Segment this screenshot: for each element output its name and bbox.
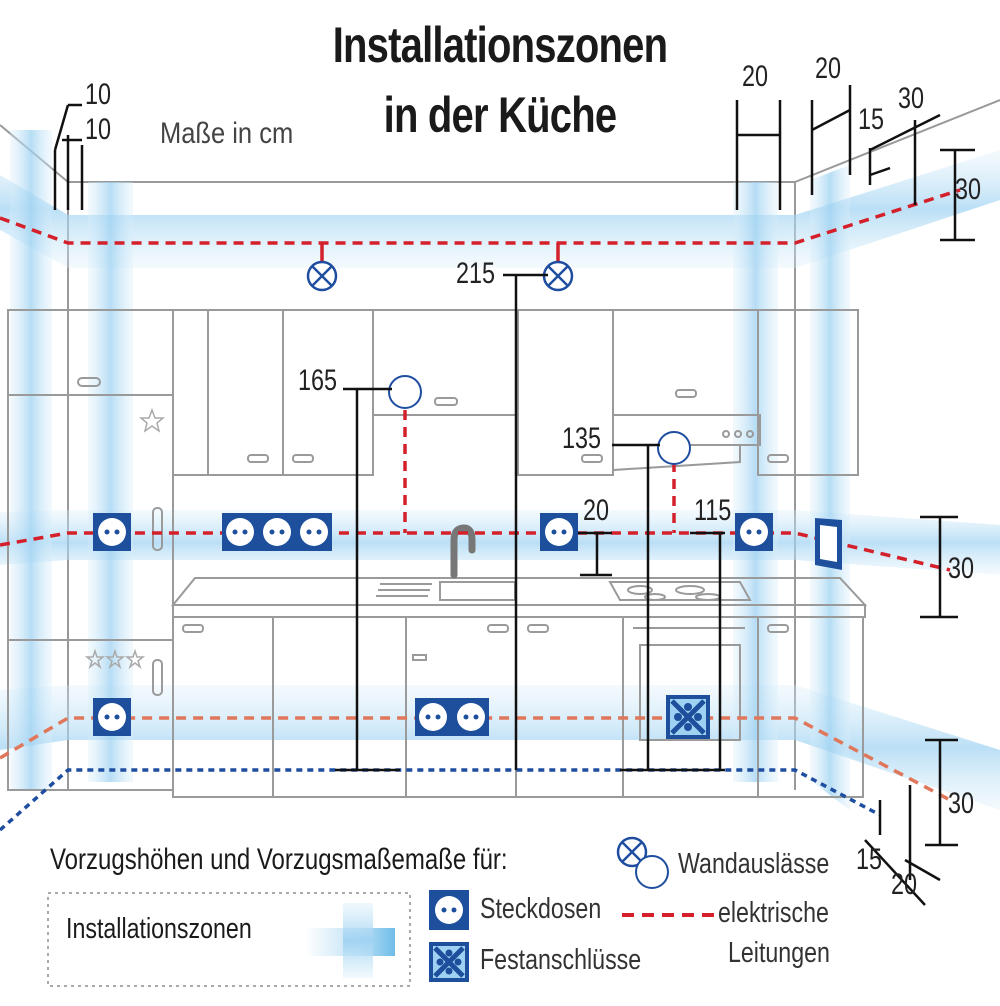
fixed-connection-icon: [429, 942, 469, 982]
dim-socket-offset: 20: [583, 494, 610, 527]
measurement-lines: [53, 85, 975, 906]
extractor-hood: [612, 414, 761, 472]
faucet: [450, 524, 476, 579]
dim-left-top-b: 10: [85, 113, 112, 146]
dim-right-top-zone: 30: [955, 173, 982, 206]
dim-top-right-d: 30: [898, 82, 925, 115]
wall-outlet-icon: [542, 260, 574, 292]
socket-icon: [429, 890, 469, 930]
legend-heading: Vorzugshöhen und Vorzugsmaßemaße für:: [50, 843, 508, 876]
dim-ceiling-outlet-height: 215: [456, 257, 496, 290]
legend-zones-label: Installationszonen: [66, 913, 252, 945]
upper-cabinets: [172, 309, 859, 476]
wall-outlet-icon: [616, 836, 669, 889]
side-wall-socket: [815, 518, 842, 570]
vertical-installation-zones: [10, 130, 850, 810]
dim-right-bottom-zone: 30: [948, 787, 975, 820]
dim-floor-depth-b: 20: [891, 868, 918, 901]
legend-wiring-label-2: Leitungen: [728, 937, 830, 969]
sink: [376, 581, 516, 601]
dim-right-middle-zone: 30: [948, 552, 975, 585]
units-note: Maße in cm: [160, 117, 294, 150]
dim-wall-outlet-right-height: 135: [562, 422, 602, 455]
legend-zone-swatch: [343, 903, 373, 978]
lower-cabinets: [170, 577, 868, 798]
dim-top-right-b: 20: [815, 52, 842, 85]
page-title-line1: Installationszonen: [332, 17, 668, 73]
dim-socket-height: 115: [694, 494, 732, 527]
dim-left-top-a: 10: [85, 78, 112, 111]
legend-sockets-label: Steckdosen: [480, 893, 602, 925]
page-title-line2: in der Küche: [383, 87, 617, 143]
legend-outlets-label: Wandauslässe: [678, 848, 830, 880]
dim-floor-depth-a: 15: [856, 843, 883, 876]
dim-top-right-a: 20: [742, 60, 769, 93]
fridge-star-icon: [84, 407, 166, 670]
legend-fixed-label: Festanschlüsse: [480, 944, 642, 976]
legend-wiring-label-1: elektrische: [718, 897, 829, 929]
dim-top-right-c: 15: [858, 103, 885, 136]
legend: [47, 836, 715, 987]
wall-outlet-icon: [388, 375, 422, 409]
wall-outlet-icon: [657, 431, 691, 465]
socket-faces: [98, 518, 768, 731]
wall-outlet-icon: [306, 260, 338, 292]
socket-pins: [104, 529, 762, 720]
hob: [608, 581, 752, 601]
fixed-connection-icon: [666, 695, 710, 739]
dim-wall-outlet-left-height: 165: [298, 364, 338, 397]
